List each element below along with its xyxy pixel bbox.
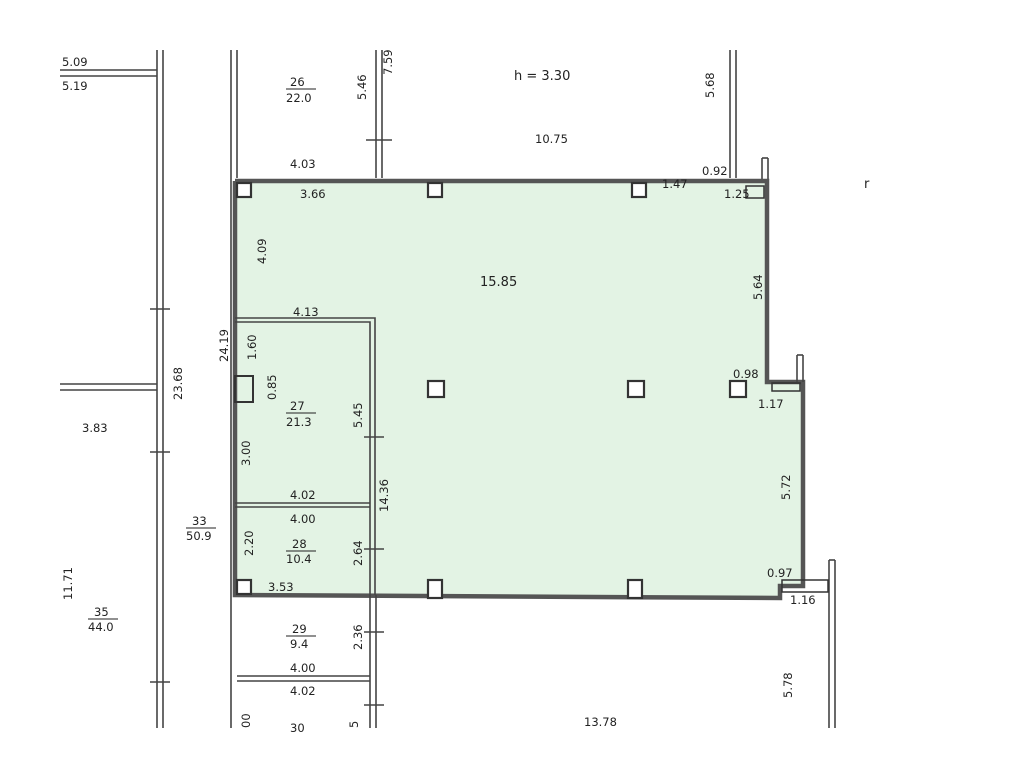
dim-label: 3.00	[239, 440, 253, 466]
highlighted-area[interactable]	[235, 181, 803, 598]
room-area: 21.3	[286, 415, 312, 429]
dim-label: 4.00	[290, 661, 316, 675]
room-number: 27	[290, 399, 305, 413]
dim-label: 14.36	[377, 479, 391, 512]
dim-label: 13.78	[584, 715, 617, 729]
dim-label: 10.75	[535, 132, 568, 146]
dim-label: 3.53	[268, 580, 294, 594]
dim-label: 4.03	[290, 157, 316, 171]
dim-label: 5.78	[781, 672, 795, 698]
ceiling-height-label: h = 3.30	[514, 69, 570, 84]
room-area: 44.0	[88, 620, 114, 634]
dim-label: 5.64	[751, 274, 765, 300]
dim-label: 23.68	[171, 367, 185, 400]
dim-label: 2.64	[351, 540, 365, 566]
dim-label: 11.71	[61, 567, 75, 600]
room-number: 28	[292, 537, 307, 551]
dim-label: 1.16	[790, 593, 816, 607]
dim-label: 5.72	[779, 474, 793, 500]
dim-label: 2.20	[242, 530, 256, 556]
dim-label: 5.09	[62, 55, 88, 69]
dim-label: 4.13	[293, 305, 319, 319]
dim-label: 5	[347, 721, 361, 728]
area-outline	[232, 178, 806, 601]
room-number: 35	[94, 605, 109, 619]
dim-label: 15.85	[480, 275, 517, 290]
room-area: 22.0	[286, 91, 312, 105]
dim-label: 0.92	[702, 164, 728, 178]
dim-label: 0.97	[767, 566, 793, 580]
room-number: 29	[292, 622, 307, 636]
dim-label: 00	[239, 713, 253, 728]
dim-label: 4.02	[290, 488, 316, 502]
dim-label: 1.60	[245, 334, 259, 360]
columns	[235, 181, 748, 600]
lower-rooms	[237, 595, 384, 728]
left-walls	[60, 50, 238, 728]
dim-label: 0.98	[733, 367, 759, 381]
room-number: 26	[290, 75, 305, 89]
dim-label: 1.25	[724, 187, 750, 201]
room-number: 30	[290, 721, 305, 735]
dim-label: 4.00	[290, 512, 316, 526]
dim-label: 4.09	[255, 238, 269, 264]
dim-label: 5.46	[355, 74, 369, 100]
room-partitions	[234, 317, 384, 595]
room-area: 9.4	[290, 637, 308, 651]
dim-label: 1.47	[662, 177, 688, 191]
north-mark: r	[864, 177, 870, 192]
right-details	[745, 185, 836, 728]
dim-label: 4.02	[290, 684, 316, 698]
dim-label: 5.45	[351, 402, 365, 428]
dim-label: 5.19	[62, 79, 88, 93]
room-number: 33	[192, 514, 207, 528]
dim-label: 7.59	[381, 49, 395, 75]
room-area: 10.4	[286, 552, 312, 566]
room-area: 50.9	[186, 529, 212, 543]
top-walls	[366, 50, 769, 180]
dim-label: 3.66	[300, 187, 326, 201]
dim-label: 3.83	[82, 421, 108, 435]
dim-label: 0.85	[265, 374, 279, 400]
dim-label: 2.36	[351, 624, 365, 650]
dim-label: 24.19	[217, 329, 231, 362]
dim-label: 1.17	[758, 397, 784, 411]
dim-label: 5.68	[703, 72, 717, 98]
